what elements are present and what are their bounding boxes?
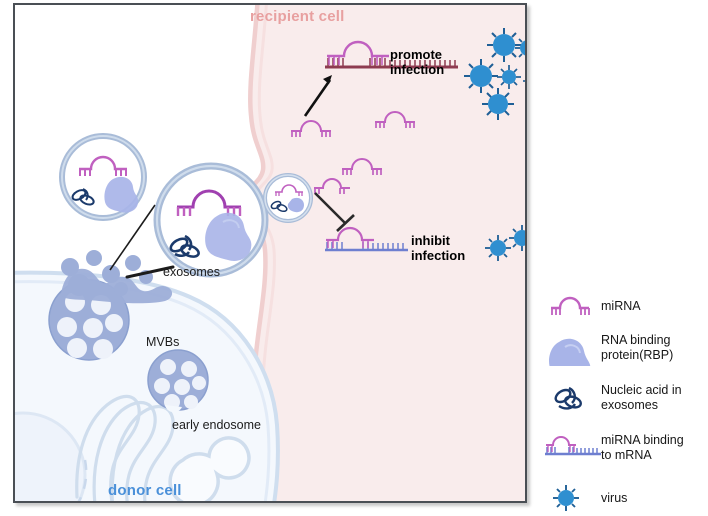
legend-label-virus: virus: [601, 490, 628, 505]
arrow-promote: [303, 75, 332, 117]
mirna-icon: [543, 288, 601, 324]
mvb-upper: [48, 279, 130, 361]
nucleus-envelope-dashes: [77, 459, 88, 501]
nucleic-acid-icon: [543, 380, 601, 416]
recipient-cell-fill: [245, 5, 525, 501]
legend-item-mirna-binding: miRNA binding to mRNA: [543, 430, 684, 466]
virus-icon: [482, 88, 514, 120]
mvbs-label: MVBs: [146, 335, 180, 349]
legend-item-nucleic-acid: Nucleic acid in exosomes: [543, 380, 682, 416]
virus-icon: [485, 235, 511, 261]
virus-icon: [515, 38, 525, 58]
legend-item-rbp: RNA binding protein(RBP): [543, 330, 673, 366]
virus-icon: [509, 225, 525, 251]
virus-cluster-promote: [464, 28, 525, 120]
donor-cell-label: donor cell: [108, 482, 182, 499]
free-mirna-3: [342, 158, 382, 175]
leader-line-exosome-cluster: [125, 265, 175, 279]
legend-label-mirna-binding: miRNA binding to mRNA: [601, 433, 684, 462]
rbp-icon: [543, 330, 601, 366]
inhibit-infection-label: inhibit infection: [411, 233, 466, 263]
mrna-duplex-promote: [325, 40, 458, 69]
legend-item-virus: virus: [543, 480, 627, 516]
virus-icon: [523, 80, 525, 82]
legend-item-mirna: miRNA: [543, 288, 641, 324]
legend-label-mirna: miRNA: [601, 298, 641, 313]
virus-icon: [464, 59, 498, 93]
nucleus: [15, 411, 87, 501]
exosome-small-crossing: [263, 173, 313, 223]
exosome-large: [153, 162, 269, 278]
free-mirna-2: [375, 111, 415, 128]
free-mirna-4: [314, 178, 350, 194]
organelle-layer: [48, 204, 251, 501]
golgi-apparatus: [75, 394, 175, 501]
virus-icon: [497, 65, 521, 89]
virus-cluster-inhibit: [485, 225, 525, 261]
promote-infection-label: promote infection: [390, 47, 445, 77]
virus-icon: [487, 28, 521, 62]
recipient-cell-label: recipient cell: [250, 8, 345, 25]
exosome-small-rbp: [287, 197, 304, 213]
legend-label-nucleic-acid: Nucleic acid in exosomes: [601, 383, 682, 412]
early-endosome-label: early endosome: [172, 418, 261, 432]
free-mirna-1: [291, 120, 331, 137]
exosome-large-rbp: [205, 212, 252, 261]
leader-line-exosome-big: [109, 204, 156, 271]
exosome-budding-cluster: [61, 250, 173, 304]
exosome-medium-rbp: [104, 176, 139, 213]
legend-label-rbp: RNA binding protein(RBP): [601, 333, 674, 362]
diagram-stage: recipient cell donor cell promote infect…: [15, 5, 525, 501]
arrow-inhibit: [314, 192, 355, 232]
diagram-panel: recipient cell donor cell promote infect…: [13, 3, 527, 503]
donor-cell-membrane-outer: [15, 270, 280, 501]
exosome-large-nucleic-acid: [169, 234, 200, 258]
recipient-content-layer: [291, 28, 525, 261]
mrna-duplex-inhibit: [325, 226, 408, 252]
legend: miRNA RNA binding protein(RBP): [543, 288, 703, 511]
exosome-medium-mirna: [79, 155, 127, 176]
exosome-medium-nucleic-acid: [71, 188, 95, 206]
virus-icon: [543, 480, 601, 516]
exosomes-label: exosomes: [163, 265, 220, 279]
exosome-small-mirna: [275, 184, 303, 196]
mirna-mrna-binding-icon: [543, 430, 601, 466]
exosome-small-nucleic-acid: [270, 200, 288, 213]
exosome-medium: [59, 133, 147, 221]
mvb-lower: [147, 349, 209, 413]
early-endosome: [168, 436, 251, 501]
